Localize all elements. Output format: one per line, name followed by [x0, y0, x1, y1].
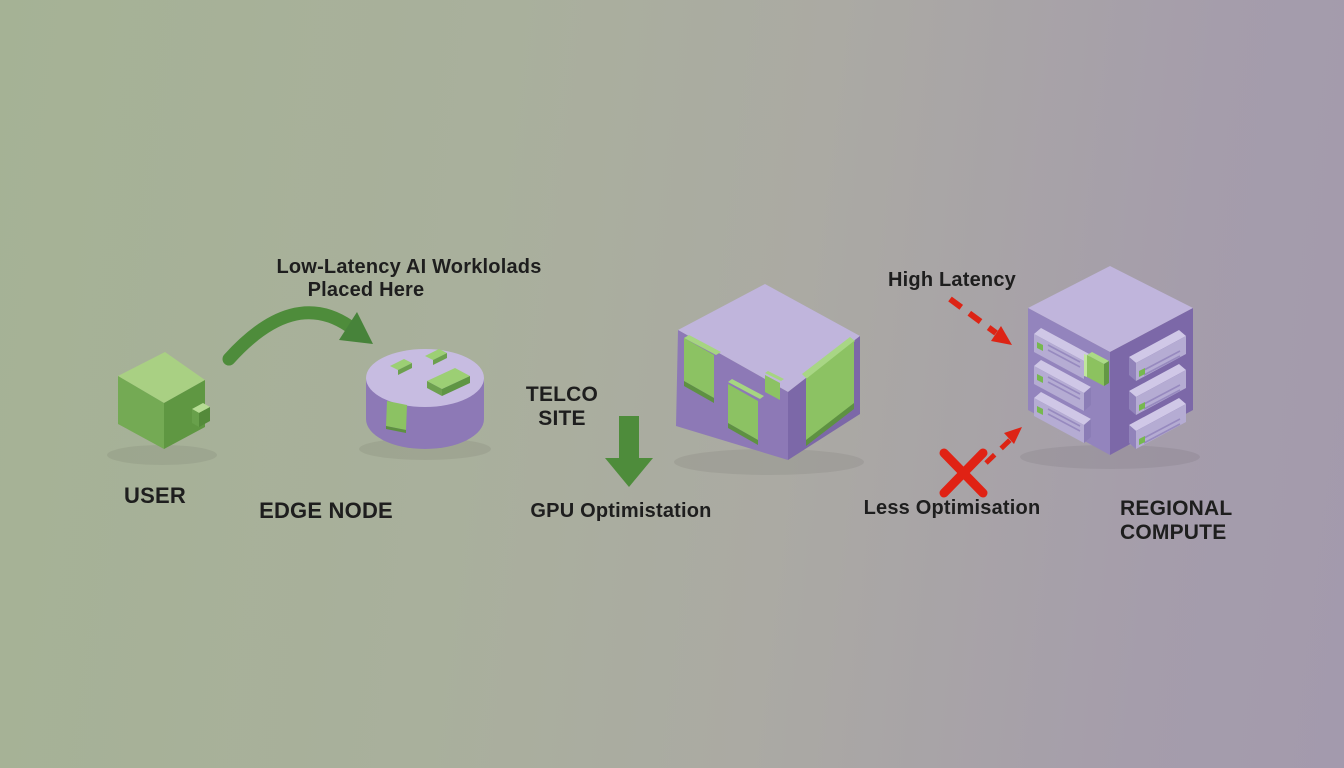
edge-node-label: EDGE NODE [259, 498, 393, 523]
server-unit [1034, 360, 1091, 411]
server-unit [1129, 364, 1186, 415]
telco-site-label: TELCO SITE [526, 383, 598, 430]
user-cube-icon [118, 352, 210, 449]
server-unit [1129, 330, 1186, 381]
shadow [107, 445, 217, 465]
regional-compute-icon [1028, 266, 1193, 455]
blocked-path-x-icon [939, 448, 988, 498]
less-optimisation-label: Less Optimisation [863, 497, 1041, 519]
less-optimisation-arrow [984, 427, 1022, 465]
regional-compute-label-line1: REGIONAL [1120, 497, 1233, 520]
high-latency-label: High Latency [888, 269, 1016, 291]
user-label: USER [124, 483, 186, 508]
telco-site-label-line1: TELCO [525, 383, 599, 406]
server-unit [1129, 398, 1186, 449]
high-latency-arrow [948, 296, 1012, 345]
shadow [674, 449, 864, 475]
low-latency-annotation-line2: Placed Here [307, 279, 425, 301]
gpu-optimisation-arrow [605, 416, 653, 487]
telco-site-label-line2: SITE [538, 406, 586, 430]
shadow [1020, 445, 1200, 469]
server-unit [1034, 392, 1091, 443]
low-latency-annotation-line1: Low-Latency AI Worklolads [276, 256, 542, 278]
telco-site-icon [676, 284, 860, 460]
low-latency-arrow [222, 306, 373, 366]
gpu-chip-icon [1084, 352, 1109, 386]
regional-compute-label: REGIONAL COMPUTE [1120, 497, 1232, 545]
regional-compute-label-line2: COMPUTE [1120, 521, 1227, 544]
gpu-optimisation-label: GPU Optimistation [530, 500, 712, 522]
edge-node-icon [366, 349, 484, 449]
